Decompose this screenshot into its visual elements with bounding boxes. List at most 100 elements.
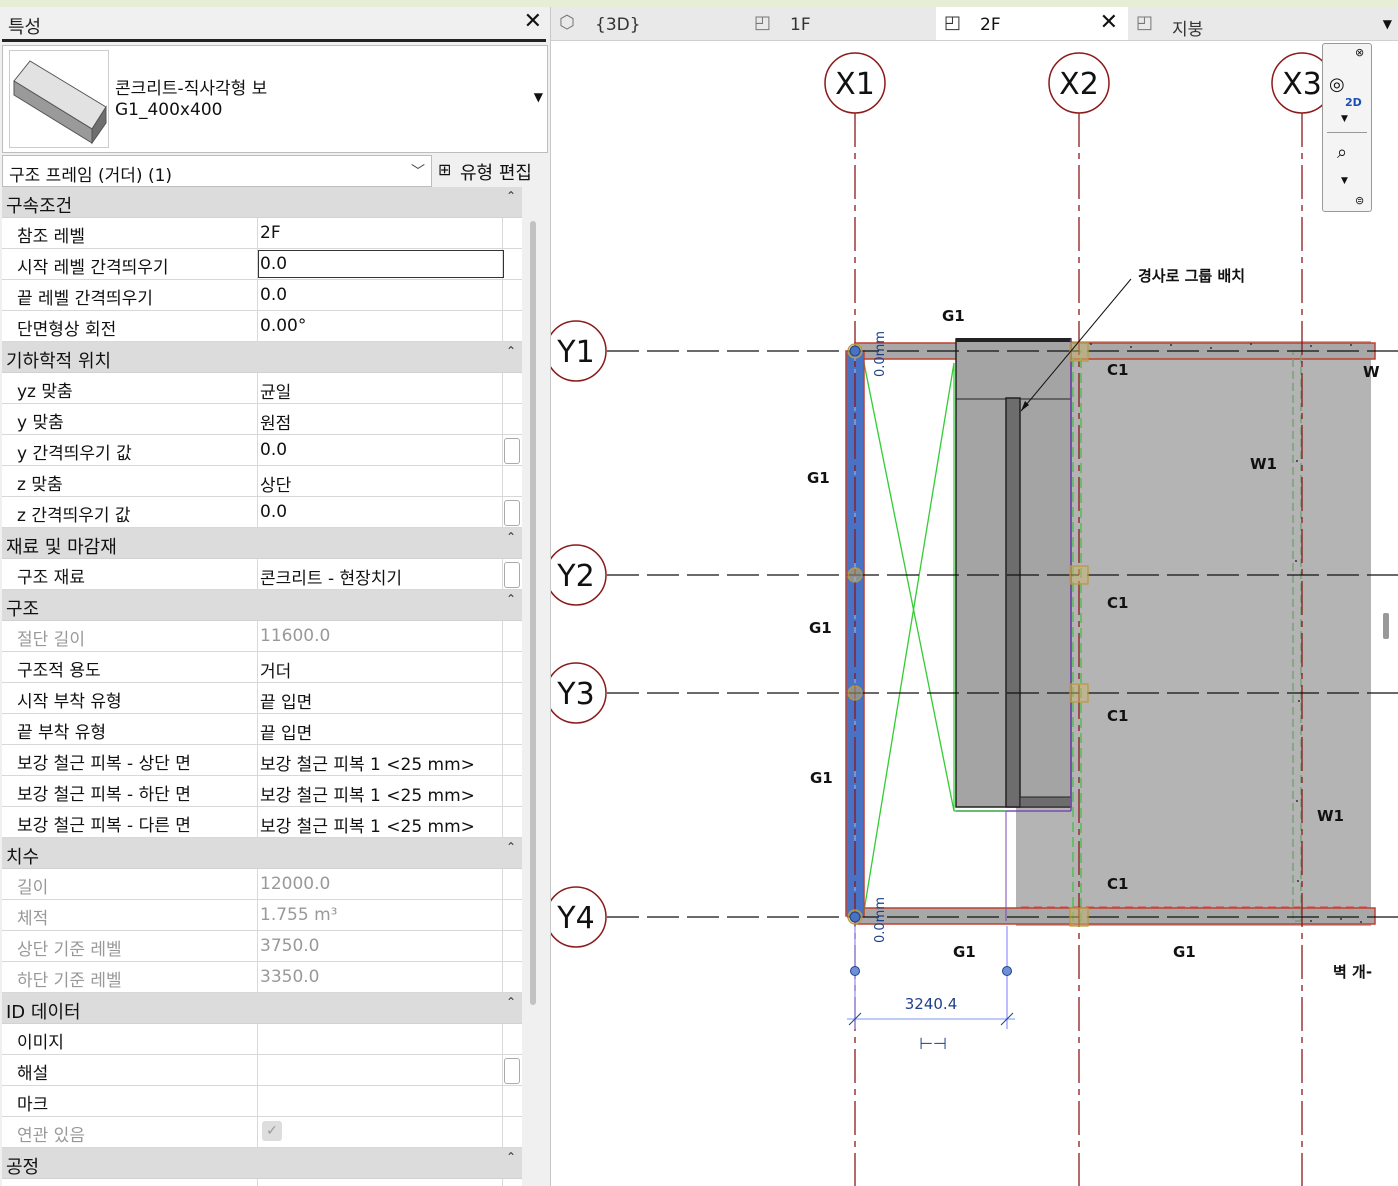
close-icon[interactable]: ⊗ xyxy=(1355,46,1365,59)
property-value[interactable]: 끝 입면 xyxy=(260,693,313,713)
property-value[interactable]: 균일 xyxy=(260,383,292,403)
section-header[interactable]: 구조⌃ xyxy=(2,590,522,621)
tag-g1[interactable]: G1 xyxy=(942,307,965,325)
type-selector[interactable]: 콘크리트-직사각형 보 G1_400x400 ▼ xyxy=(2,45,548,153)
collapse-icon[interactable]: ⌃ xyxy=(505,592,516,606)
property-row[interactable]: 마크 xyxy=(2,1086,522,1117)
view-scrollbar[interactable] xyxy=(1383,613,1389,639)
tag-g1[interactable]: G1 xyxy=(953,943,976,961)
instance-filter-dropdown[interactable]: 구조 프레임 (거더) (1) ﹀ xyxy=(2,155,432,187)
grid-bubble-y2[interactable] xyxy=(551,544,607,606)
property-value[interactable]: 거더 xyxy=(260,662,292,682)
floor-slab[interactable] xyxy=(1016,341,1376,926)
menu-icon[interactable]: ⊜ xyxy=(1355,194,1365,207)
property-value[interactable]: 0.0 xyxy=(260,254,288,274)
section-header[interactable]: 치수⌃ xyxy=(2,838,522,869)
offset-label-bottom[interactable]: 0.0mm xyxy=(873,897,888,943)
tag-c1[interactable]: C1 xyxy=(1107,707,1128,725)
tag-c1[interactable]: C1 xyxy=(1107,361,1128,379)
collapse-icon[interactable]: ⌃ xyxy=(505,530,516,544)
collapse-icon[interactable]: ⌃ xyxy=(505,1150,516,1164)
property-value[interactable]: 보강 철근 피복 1 <25 mm> xyxy=(260,755,475,775)
property-value[interactable]: 0.0 xyxy=(260,440,288,460)
tag-w1[interactable]: W1 xyxy=(1250,455,1277,473)
note-ramp-group[interactable]: 경사로 그룹 배치 xyxy=(1138,267,1245,285)
close-icon[interactable]: ✕ xyxy=(523,9,542,34)
section-header[interactable]: 재료 및 마감재⌃ xyxy=(2,528,522,559)
section-header[interactable]: 공정⌃ xyxy=(2,1148,522,1179)
tag-g1[interactable]: G1 xyxy=(807,469,830,487)
grid-bubble-x2[interactable] xyxy=(1048,52,1110,114)
property-value[interactable]: 0.0 xyxy=(260,502,288,522)
grid-bubble-y3[interactable] xyxy=(551,662,607,724)
property-value[interactable]: 보강 철근 피복 1 <25 mm> xyxy=(260,786,475,806)
tag-w1[interactable]: W1 xyxy=(1317,807,1344,825)
tag-c1[interactable]: C1 xyxy=(1107,594,1128,612)
grid-bubble-y4[interactable] xyxy=(551,886,607,948)
section-header[interactable]: 기하학적 위치⌃ xyxy=(2,342,522,373)
properties-scrollbar[interactable] xyxy=(530,221,536,1005)
property-value[interactable]: 콘크리트 - 현장치기 xyxy=(260,569,403,589)
close-icon[interactable]: ✕ xyxy=(1099,10,1118,35)
offset-label-top[interactable]: 0.0mm xyxy=(873,331,888,377)
chevron-down-icon[interactable]: ▼ xyxy=(533,90,543,104)
property-value[interactable]: 0.0 xyxy=(260,285,288,305)
dimension-lock-icon[interactable]: ⊢⊣ xyxy=(919,1034,947,1053)
property-value[interactable]: 상단 xyxy=(260,476,292,496)
tag-g1[interactable]: G1 xyxy=(1173,943,1196,961)
note-wall[interactable]: 벽 개- xyxy=(1333,963,1372,981)
chevron-down-icon[interactable]: ▼ xyxy=(1382,17,1392,31)
chevron-down-icon[interactable]: ▼ xyxy=(1341,114,1348,124)
tab-roof[interactable]: ◰ 지붕 xyxy=(1128,7,1368,40)
property-value[interactable]: 보강 철근 피복 1 <25 mm> xyxy=(260,817,475,837)
chevron-down-icon[interactable]: ▼ xyxy=(1341,176,1348,186)
drawing-canvas[interactable]: X1 X2 X3 Y1 Y2 Y3 Y4 3240.4 ⊢⊣ G1 G1 G1 xyxy=(551,41,1398,1186)
collapse-icon[interactable]: ⌃ xyxy=(505,840,516,854)
property-value[interactable]: 2F xyxy=(260,223,281,243)
collapse-icon[interactable]: ⌃ xyxy=(505,995,516,1009)
section-header[interactable]: 구속조건⌃ xyxy=(2,187,522,218)
tab-2f[interactable]: ◰ 2F ✕ xyxy=(936,7,1128,40)
property-row[interactable]: 생성 공정새 구성 xyxy=(2,1179,522,1186)
grid-bubble-x1[interactable] xyxy=(824,52,886,114)
zoom-region-icon[interactable]: ⌕ xyxy=(1337,142,1348,163)
browse-button[interactable] xyxy=(504,438,520,464)
browse-button[interactable] xyxy=(504,1058,520,1084)
edit-type-button[interactable]: ⊞ 유형 편집 xyxy=(438,157,548,185)
section-header[interactable]: ID 데이터⌃ xyxy=(2,993,522,1024)
collapse-icon[interactable]: ⌃ xyxy=(505,189,516,203)
steering-wheel-icon[interactable]: ◎ xyxy=(1329,74,1345,95)
tag-c1[interactable]: C1 xyxy=(1107,875,1128,893)
property-edit-box[interactable] xyxy=(258,250,504,278)
tag-g1[interactable]: G1 xyxy=(810,769,833,787)
tab-1f[interactable]: ◰ 1F xyxy=(746,7,936,40)
property-row[interactable]: 해설 xyxy=(2,1055,522,1086)
browse-button[interactable] xyxy=(504,562,520,588)
property-row[interactable]: 이미지 xyxy=(2,1024,522,1055)
tag-g1[interactable]: G1 xyxy=(809,619,832,637)
property-value[interactable]: 원점 xyxy=(260,414,292,434)
tab-3d[interactable]: ⬡ {3D} xyxy=(551,7,746,40)
property-value[interactable]: 끝 입면 xyxy=(260,724,313,744)
browse-button[interactable] xyxy=(504,500,520,526)
grid-bubble-y1[interactable] xyxy=(551,320,607,382)
dimension-value[interactable]: 3240.4 xyxy=(905,995,958,1013)
collapse-icon[interactable]: ⌃ xyxy=(505,344,516,358)
property-value[interactable]: 0.00° xyxy=(260,316,307,336)
